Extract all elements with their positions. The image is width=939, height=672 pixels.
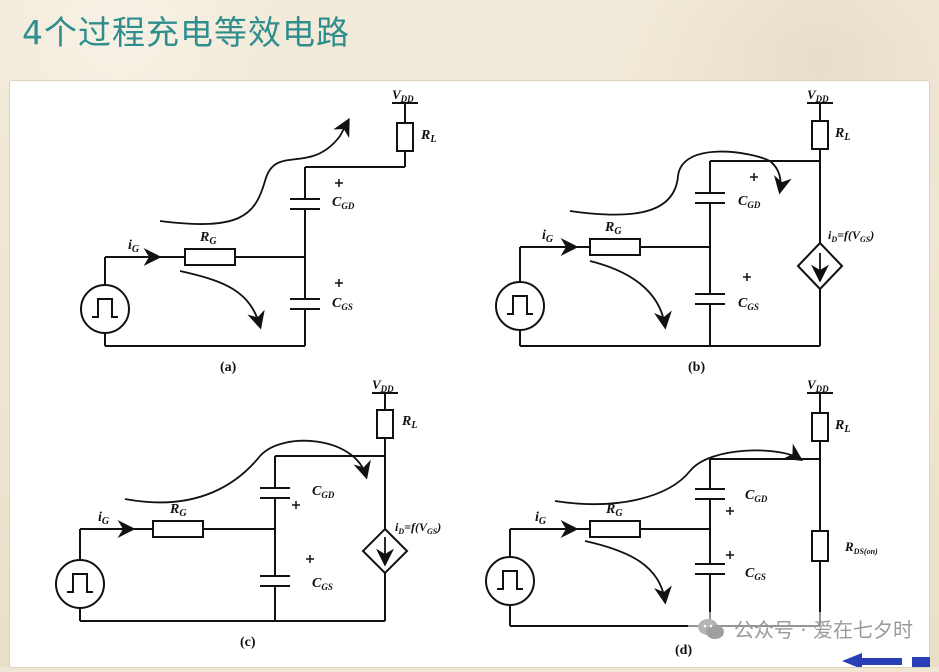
svg-text:RL: RL: [834, 418, 850, 435]
svg-text:RG: RG: [199, 230, 217, 247]
svg-text:VDD: VDD: [807, 377, 829, 394]
svg-text:CGD: CGD: [738, 194, 761, 210]
circuit-c: [55, 392, 409, 622]
circuit-a: [80, 102, 418, 347]
page-title: 4个过程充电等效电路: [22, 13, 350, 52]
rl-resistor-a: [396, 122, 414, 152]
wechat-icon: [697, 618, 724, 639]
svg-text:CGD: CGD: [745, 488, 768, 504]
svg-text:iG: iG: [535, 510, 547, 527]
svg-text:RL: RL: [401, 414, 417, 431]
svg-text:(d): (d): [675, 643, 692, 658]
rg-resistor-d: [589, 520, 641, 538]
rl-resistor-b: [811, 120, 829, 150]
svg-text:(c): (c): [240, 635, 256, 650]
circuit-c-labels: VDD RL RG iG CGD CGS iD=f(VGS) (c): [98, 377, 441, 650]
circuit-a-labels: VDD RL RG iG CGD CGS (a): [128, 87, 436, 375]
rl-resistor-d: [811, 412, 829, 442]
svg-text:(b): (b): [688, 360, 705, 375]
rg-resistor-c: [152, 520, 204, 538]
diagram-board: VDD RL RG iG CGD CGS (a): [10, 81, 929, 667]
svg-text:iG: iG: [542, 228, 554, 245]
next-slide-arrow[interactable]: [842, 649, 932, 667]
pulse-source-d: [485, 556, 535, 606]
pulse-source-b: [495, 281, 545, 331]
svg-text:RG: RG: [605, 502, 623, 519]
rg-resistor-a: [184, 248, 236, 266]
watermark: 公众号 · 爱在七夕时: [687, 612, 921, 645]
rds-resistor-d: [811, 530, 829, 562]
svg-text:CGS: CGS: [745, 566, 766, 582]
svg-text:CGS: CGS: [738, 296, 759, 312]
svg-text:VDD: VDD: [372, 377, 394, 394]
svg-text:RL: RL: [420, 128, 436, 145]
svg-text:iD=f(VGS): iD=f(VGS): [395, 520, 441, 536]
pulse-source-c: [55, 559, 105, 609]
svg-text:CGD: CGD: [332, 195, 355, 211]
svg-text:iG: iG: [98, 510, 110, 527]
pulse-source-a: [80, 284, 130, 334]
svg-text:CGS: CGS: [312, 576, 333, 592]
circuit-d: [485, 392, 833, 627]
svg-text:RG: RG: [604, 220, 622, 237]
rg-resistor-b: [589, 238, 641, 256]
svg-text:VDD: VDD: [807, 87, 829, 104]
rl-resistor-c: [376, 409, 394, 439]
svg-text:iD=f(VGS): iD=f(VGS): [828, 228, 874, 244]
svg-text:iG: iG: [128, 238, 140, 255]
svg-text:RL: RL: [834, 126, 850, 143]
svg-text:RDS(on): RDS(on): [844, 539, 878, 556]
circuit-diagrams: VDD RL RG iG CGD CGS (a): [55, 87, 878, 658]
svg-text:CGD: CGD: [312, 484, 335, 500]
circuit-b-labels: VDD RL RG iG CGD CGS iD=f(VGS) (b): [542, 87, 874, 375]
watermark-text: 公众号 · 爱在七夕时: [733, 618, 913, 642]
circuit-b: [495, 102, 844, 347]
svg-text:RG: RG: [169, 502, 187, 519]
svg-text:VDD: VDD: [392, 87, 414, 104]
svg-text:(a): (a): [220, 360, 237, 375]
svg-text:CGS: CGS: [332, 296, 353, 312]
